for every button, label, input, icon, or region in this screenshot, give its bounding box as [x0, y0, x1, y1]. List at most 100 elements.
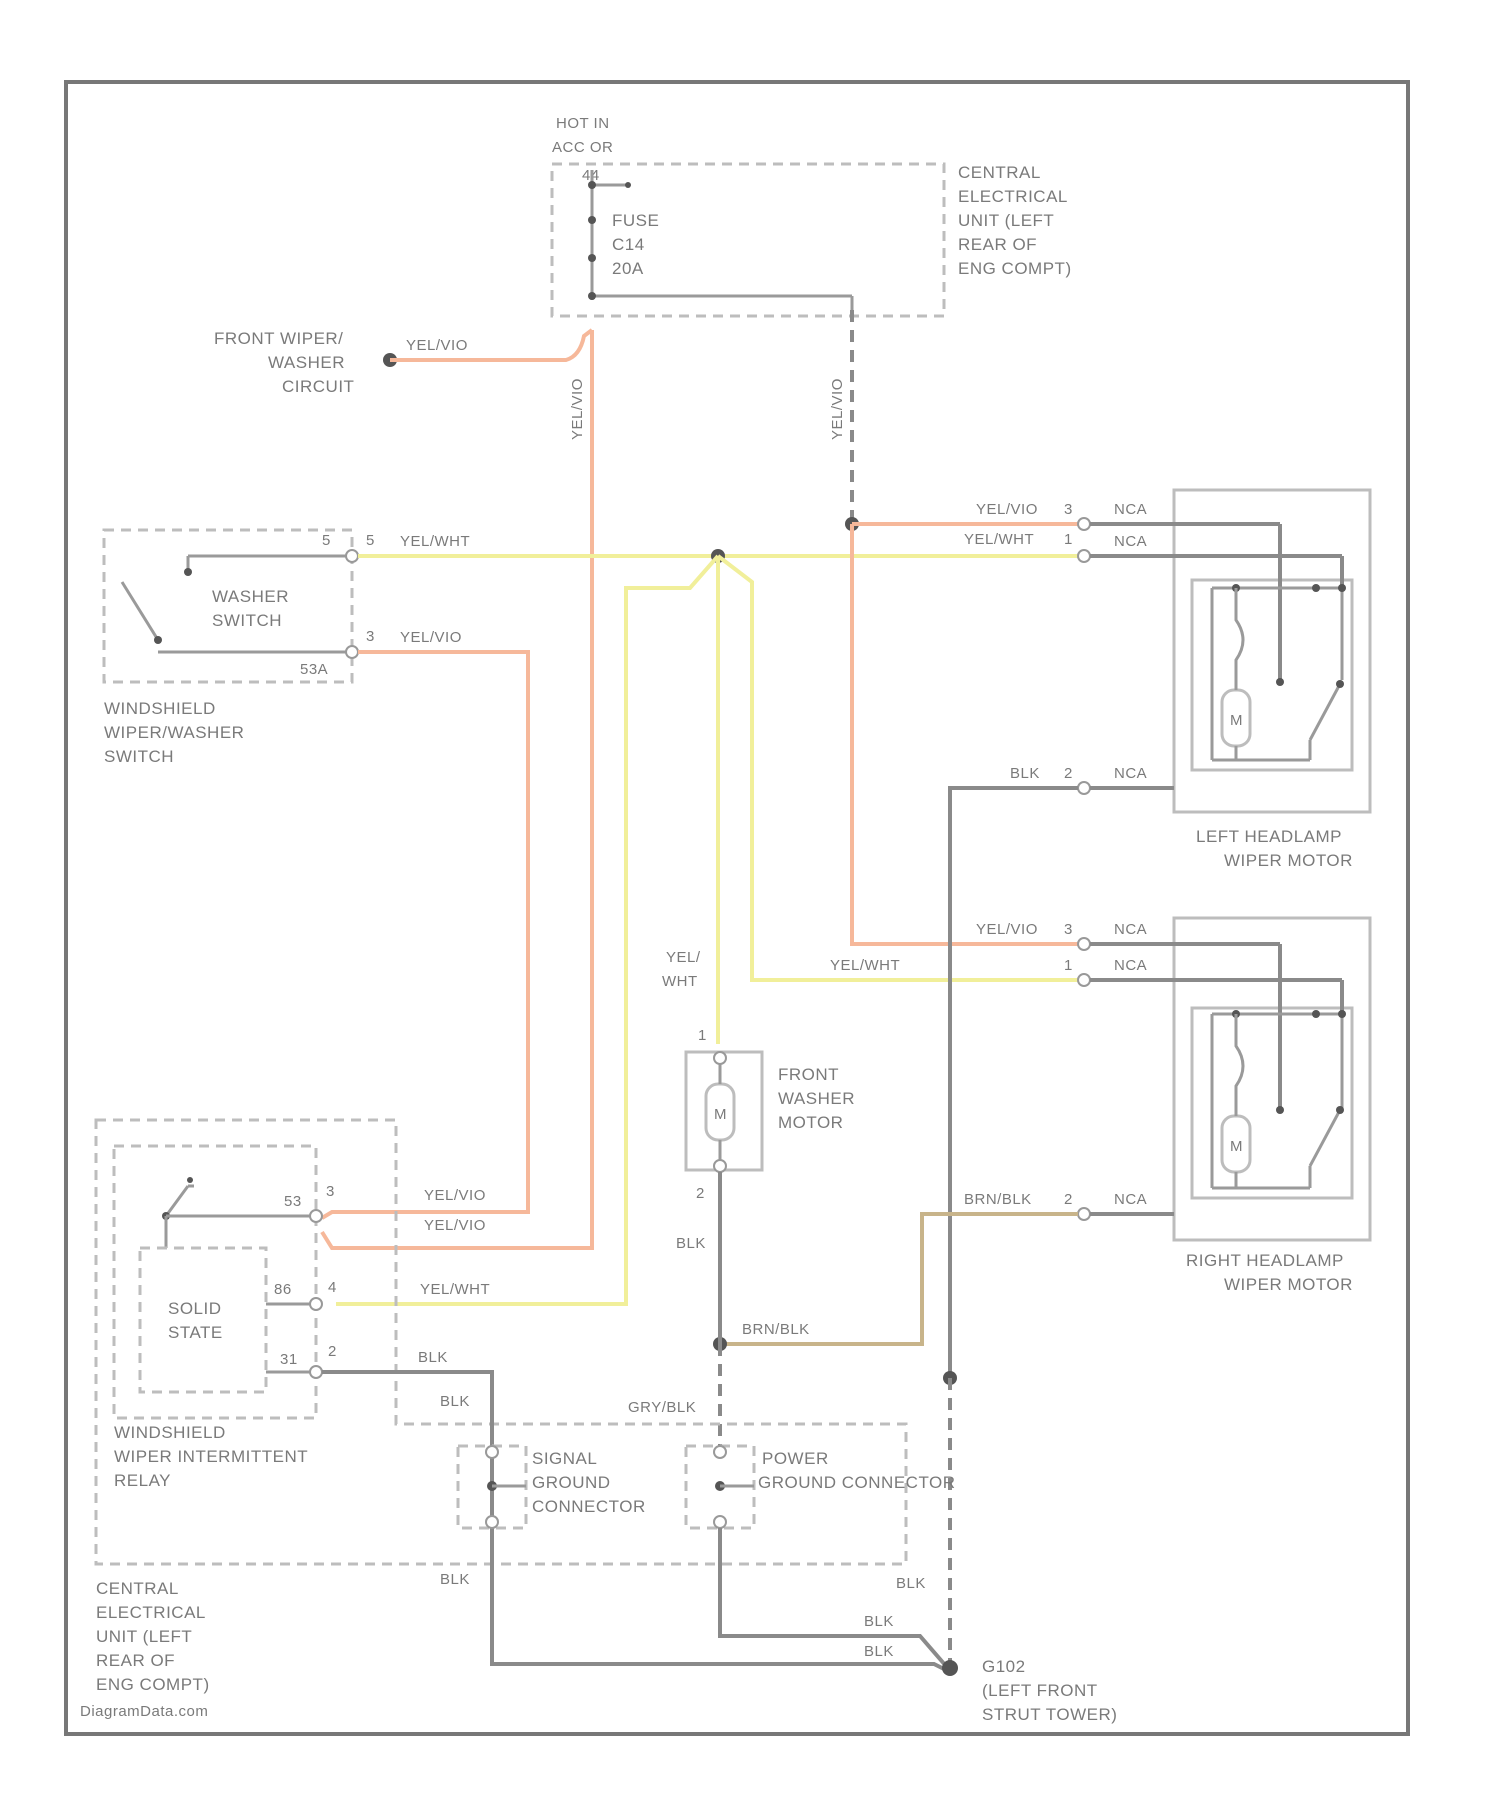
svg-text:MOTOR: MOTOR: [778, 1113, 843, 1132]
svg-text:BLK: BLK: [418, 1349, 448, 1366]
svg-text:2: 2: [1064, 765, 1073, 782]
svg-text:YEL/VIO: YEL/VIO: [976, 501, 1038, 518]
svg-text:BLK: BLK: [676, 1235, 706, 1252]
svg-text:SWITCH: SWITCH: [104, 747, 174, 766]
svg-text:WIPER MOTOR: WIPER MOTOR: [1224, 851, 1353, 870]
svg-text:YEL/VIO: YEL/VIO: [976, 921, 1038, 938]
watermark: DiagramData.com: [80, 1703, 208, 1720]
signal-ground-connector: SIGNAL GROUND CONNECTOR: [458, 1446, 646, 1528]
power-ground-connector: POWER GROUND CONNECTOR: [686, 1446, 956, 1528]
svg-text:FRONT: FRONT: [778, 1065, 839, 1084]
windshield-wiper-washer-switch: WASHER SWITCH 5 5 3 53A WINDSHIELD WIPER…: [104, 530, 375, 766]
svg-text:M: M: [1230, 1138, 1243, 1155]
svg-text:YEL/VIO: YEL/VIO: [400, 629, 462, 646]
svg-text:WASHER: WASHER: [778, 1089, 855, 1108]
svg-text:SWITCH: SWITCH: [212, 611, 282, 630]
svg-text:C14: C14: [612, 235, 645, 254]
svg-text:53A: 53A: [300, 661, 328, 678]
svg-text:ENG COMPT): ENG COMPT): [96, 1675, 210, 1694]
svg-text:3: 3: [1064, 501, 1073, 518]
svg-text:1: 1: [698, 1027, 707, 1044]
svg-text:BRN/BLK: BRN/BLK: [964, 1191, 1032, 1208]
svg-text:REAR OF: REAR OF: [96, 1651, 175, 1670]
svg-text:NCA: NCA: [1114, 501, 1147, 518]
svg-text:NCA: NCA: [1114, 1191, 1147, 1208]
svg-text:86: 86: [274, 1281, 292, 1298]
svg-text:20A: 20A: [612, 259, 644, 278]
svg-text:NCA: NCA: [1114, 921, 1147, 938]
svg-text:YEL/WHT: YEL/WHT: [420, 1281, 490, 1298]
svg-text:5: 5: [366, 532, 375, 549]
svg-text:CENTRAL: CENTRAL: [958, 163, 1041, 182]
svg-text:RIGHT HEADLAMP: RIGHT HEADLAMP: [1186, 1251, 1344, 1270]
front-wiper-washer-circuit: FRONT WIPER/ WASHER CIRCUIT YEL/VIO: [214, 329, 592, 396]
svg-text:REAR OF: REAR OF: [958, 235, 1037, 254]
svg-text:SIGNAL: SIGNAL: [532, 1449, 597, 1468]
wire-blk-power-ground: [720, 1528, 946, 1666]
svg-text:NCA: NCA: [1114, 765, 1147, 782]
svg-text:31: 31: [280, 1351, 298, 1368]
svg-text:ELECTRICAL: ELECTRICAL: [96, 1603, 206, 1622]
svg-text:GROUND: GROUND: [532, 1473, 611, 1492]
svg-text:YEL/VIO: YEL/VIO: [424, 1187, 486, 1204]
svg-text:YEL/VIO: YEL/VIO: [829, 378, 846, 440]
acc-or-label: ACC OR: [552, 139, 613, 156]
svg-text:BRN/BLK: BRN/BLK: [742, 1321, 810, 1338]
svg-text:WIPER MOTOR: WIPER MOTOR: [1224, 1275, 1353, 1294]
svg-text:WINDSHIELD: WINDSHIELD: [114, 1423, 226, 1442]
svg-text:WASHER: WASHER: [268, 353, 345, 372]
svg-text:CONNECTOR: CONNECTOR: [532, 1497, 646, 1516]
svg-text:3: 3: [326, 1183, 335, 1200]
svg-text:NCA: NCA: [1114, 533, 1147, 550]
svg-text:WIPER/WASHER: WIPER/WASHER: [104, 723, 244, 742]
svg-text:BLK: BLK: [896, 1575, 926, 1592]
svg-text:FUSE: FUSE: [612, 211, 659, 230]
wire-yel-vio-main: [322, 330, 592, 1248]
svg-text:1: 1: [1064, 531, 1073, 548]
svg-text:FRONT WIPER/: FRONT WIPER/: [214, 329, 343, 348]
hot-in-label: HOT IN: [556, 115, 610, 132]
svg-text:CIRCUIT: CIRCUIT: [282, 377, 354, 396]
svg-text:WIPER INTERMITTENT: WIPER INTERMITTENT: [114, 1447, 308, 1466]
svg-text:2: 2: [1064, 1191, 1073, 1208]
svg-text:2: 2: [328, 1343, 337, 1360]
svg-text:M: M: [1230, 712, 1243, 729]
svg-text:NCA: NCA: [1114, 957, 1147, 974]
front-washer-motor: 1 M 2 FRONT WASHER MOTOR: [686, 1027, 855, 1202]
svg-text:UNIT (LEFT: UNIT (LEFT: [958, 211, 1054, 230]
svg-text:5: 5: [322, 532, 331, 549]
wire-yel-vio-right-motor: [852, 524, 1080, 944]
svg-text:2: 2: [696, 1185, 705, 1202]
windshield-wiper-intermittent-relay: SOLID STATE 53 3 86 4 31 2 WINDSHIELD WI…: [114, 1146, 337, 1490]
wire-yel-vio-switch-relay: [322, 652, 528, 1218]
svg-text:UNIT (LEFT: UNIT (LEFT: [96, 1627, 192, 1646]
svg-text:BLK: BLK: [864, 1643, 894, 1660]
svg-text:3: 3: [1064, 921, 1073, 938]
wire-blk-relay: [322, 1372, 946, 1670]
svg-text:YEL/WHT: YEL/WHT: [830, 957, 900, 974]
svg-text:BLK: BLK: [440, 1393, 470, 1410]
svg-text:3: 3: [366, 628, 375, 645]
svg-text:STRUT TOWER): STRUT TOWER): [982, 1705, 1117, 1724]
svg-text:STATE: STATE: [168, 1323, 223, 1342]
svg-text:G102: G102: [982, 1657, 1026, 1676]
svg-text:YEL/WHT: YEL/WHT: [400, 533, 470, 550]
central-electrical-unit-bottom: CENTRAL ELECTRICAL UNIT (LEFT REAR OF EN…: [96, 1120, 906, 1694]
svg-text:GRY/BLK: GRY/BLK: [628, 1399, 696, 1416]
svg-text:YEL/WHT: YEL/WHT: [964, 531, 1034, 548]
svg-text:YEL/VIO: YEL/VIO: [424, 1217, 486, 1234]
svg-text:(LEFT FRONT: (LEFT FRONT: [982, 1681, 1098, 1700]
svg-text:M: M: [714, 1106, 727, 1123]
ground-g102: G102 (LEFT FRONT STRUT TOWER): [942, 1657, 1117, 1724]
svg-text:SOLID: SOLID: [168, 1299, 222, 1318]
svg-text:4: 4: [328, 1279, 337, 1296]
svg-text:BLK: BLK: [864, 1613, 894, 1630]
svg-text:YEL/VIO: YEL/VIO: [569, 378, 586, 440]
svg-text:GROUND CONNECTOR: GROUND CONNECTOR: [758, 1473, 956, 1492]
svg-text:53: 53: [284, 1193, 302, 1210]
svg-text:LEFT HEADLAMP: LEFT HEADLAMP: [1196, 827, 1342, 846]
svg-text:POWER: POWER: [762, 1449, 829, 1468]
right-headlamp-wiper-motor: NCA NCA NCA M RIGHT HEADLAMP WIPER MOTOR: [1078, 918, 1370, 1294]
svg-text:1: 1: [1064, 957, 1073, 974]
